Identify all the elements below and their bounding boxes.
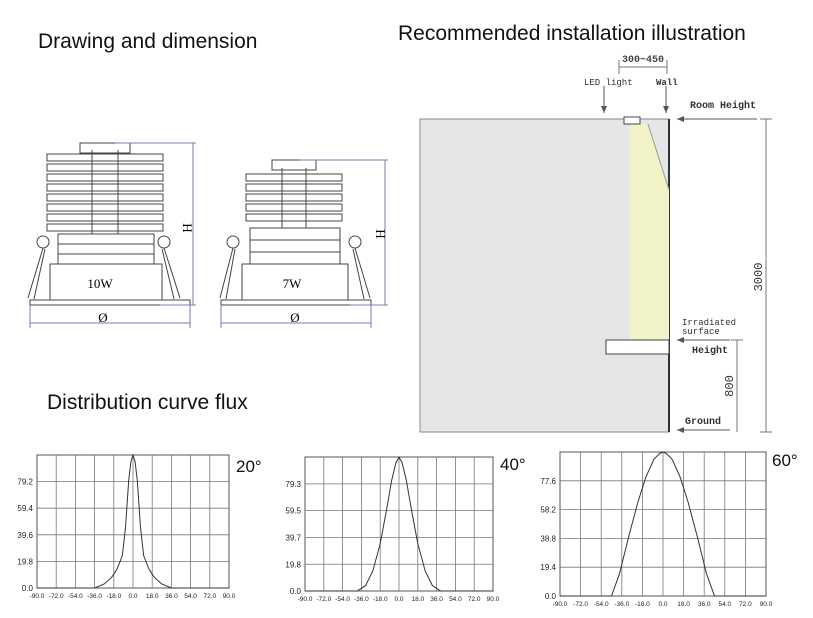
beam-angle-label: 60° [772, 451, 798, 470]
spring-clip-left [36, 235, 50, 249]
installation-diagram [419, 60, 772, 433]
y-tick-label: 19.4 [540, 563, 556, 572]
y-tick-label: 59.5 [285, 507, 301, 516]
x-tick-label: 18.0 [411, 596, 424, 603]
x-tick-label: 72.0 [203, 593, 216, 600]
x-tick-label: -90.0 [298, 596, 313, 603]
x-tick-label: 90.0 [760, 601, 773, 608]
y-tick-label: 79.3 [285, 480, 301, 489]
beam-angle-label: 40° [500, 455, 526, 474]
x-tick-label: -90.0 [30, 593, 45, 600]
irradiated-surface-label-2: surface [682, 327, 720, 337]
x-tick-label: 0.0 [394, 596, 403, 603]
fixture-7w-drawing [219, 159, 388, 328]
x-tick-label: -54.0 [68, 593, 83, 600]
fixture-10w-drawing [27, 142, 196, 328]
distribution-chart-2: -90.0-72.0 -54.0 -36.0 -18.0 0.0 18.0 36.0 54.0… [285, 455, 525, 603]
y-tick-label: 0.0 [545, 592, 557, 601]
x-tick-label: 36.0 [430, 596, 443, 603]
fixture-7w-diameter-symbol: Ø [290, 310, 299, 325]
fixture-7w-label: 7W [283, 276, 303, 291]
spring-clip-right [157, 235, 171, 249]
distribution-chart-3: -90.0 -72.0 -54.0 -36.0 -18.0 0.0 18.0 36.0 54.0… [540, 451, 797, 608]
distribution-curve [305, 456, 493, 592]
y-tick-label: 39.6 [17, 531, 33, 540]
x-tick-label: -72.0 [573, 601, 588, 608]
distribution-chart-1: -90.0 -72.0 -54.0 -36.0 -18.0 0.0 18.0 36.0 54.0… [17, 453, 262, 600]
y-tick-label: 77.6 [540, 477, 556, 486]
x-tick-label: -54.0 [594, 601, 609, 608]
y-tick-label: 58.2 [540, 506, 556, 515]
x-tick-label: 90.0 [223, 593, 236, 600]
fixture-10w-diameter-symbol: Ø [98, 310, 107, 325]
led-light-label: LED light [584, 78, 633, 88]
x-tick-label: 54.0 [449, 596, 462, 603]
x-tick-label: 54.0 [718, 601, 731, 608]
y-tick-label: 0.0 [22, 584, 34, 593]
room-height-label: Room Height [690, 100, 756, 112]
spacing-label: 300~450 [622, 55, 664, 66]
fixture-7w-fins [245, 173, 343, 222]
fixture-7w-height-symbol: H [373, 229, 388, 238]
x-tick-label: 18.0 [146, 593, 159, 600]
drawing-heading: Drawing and dimension [38, 30, 258, 53]
x-tick-label: 36.0 [165, 593, 178, 600]
light-beam [630, 124, 669, 340]
x-tick-label: -36.0 [87, 593, 102, 600]
x-tick-label: 90.0 [487, 596, 500, 603]
fixture-10w-label: 10W [87, 276, 113, 291]
irradiated-surface-label-1: Irradiated [682, 318, 736, 328]
x-tick-label: 36.0 [698, 601, 711, 608]
x-tick-label: -18.0 [106, 593, 121, 600]
x-tick-label: -54.0 [335, 596, 350, 603]
y-tick-label: 79.2 [17, 478, 33, 487]
distribution-heading: Distribution curve flux [47, 391, 248, 414]
spring-clip-right [348, 235, 362, 249]
x-tick-label: -18.0 [373, 596, 388, 603]
x-tick-label: 18.0 [677, 601, 690, 608]
x-tick-label: 72.0 [739, 601, 752, 608]
x-tick-label: -36.0 [614, 601, 629, 608]
y-tick-label: 38.8 [540, 534, 556, 543]
room-height-value: 3000 [752, 263, 766, 292]
x-tick-label: -90.0 [553, 601, 568, 608]
spring-clip-left [226, 235, 240, 249]
x-tick-label: 54.0 [184, 593, 197, 600]
x-tick-label: 0.0 [128, 593, 137, 600]
height-value: 800 [723, 375, 737, 397]
x-tick-label: -72.0 [316, 596, 331, 603]
distribution-curve [37, 453, 229, 589]
x-tick-label: 0.0 [658, 601, 667, 608]
height-label: Height [692, 345, 728, 357]
x-tick-label: 72.0 [468, 596, 481, 603]
y-tick-label: 19.8 [285, 560, 301, 569]
x-tick-label: -18.0 [635, 601, 650, 608]
wall-room-area [419, 118, 670, 433]
y-tick-label: 0.0 [290, 587, 302, 596]
fixture-10w-fins [46, 153, 164, 232]
x-tick-label: -36.0 [354, 596, 369, 603]
fixture-10w-height-symbol: H [180, 223, 195, 232]
beam-angle-label: 20° [236, 457, 262, 476]
installation-heading: Recommended installation illustration [398, 22, 746, 45]
y-tick-label: 19.8 [17, 557, 33, 566]
y-tick-label: 39.7 [285, 533, 301, 542]
distribution-curve [560, 451, 766, 597]
led-light-fixture [623, 116, 641, 125]
ground-label: Ground [685, 416, 721, 428]
shelf-surface [605, 339, 670, 355]
x-tick-label: -72.0 [49, 593, 64, 600]
wall-label: Wall [656, 78, 678, 88]
y-tick-label: 59.4 [17, 504, 33, 513]
